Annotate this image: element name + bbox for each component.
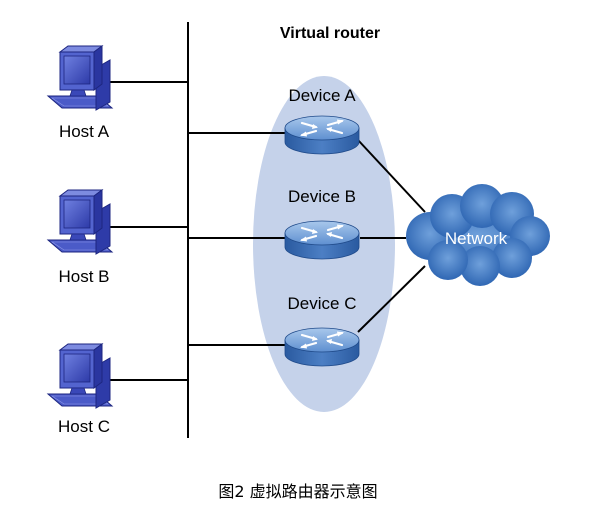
device-a-label: Device A bbox=[288, 86, 356, 105]
device-b-router-icon bbox=[283, 219, 361, 261]
network-cloud: Network bbox=[406, 184, 550, 286]
connection-lines bbox=[110, 22, 426, 438]
host-c-label: Host C bbox=[58, 417, 110, 436]
device-c-label: Device C bbox=[288, 294, 357, 313]
host-a-label: Host A bbox=[59, 122, 110, 141]
host-b-computer-icon bbox=[47, 189, 113, 255]
uplink-device-c bbox=[357, 265, 426, 333]
figure-caption: 图2 虚拟路由器示意图 bbox=[218, 482, 377, 501]
network-label: Network bbox=[445, 229, 508, 248]
host-a-computer-icon bbox=[47, 45, 113, 111]
uplink-device-a bbox=[357, 139, 426, 213]
device-c-router-icon bbox=[283, 326, 361, 368]
host-b-label: Host B bbox=[58, 267, 109, 286]
virtual-router-title: Virtual router bbox=[280, 25, 380, 42]
device-a-router-icon bbox=[283, 114, 361, 156]
device-b-label: Device B bbox=[288, 187, 356, 206]
host-c-computer-icon bbox=[47, 343, 113, 409]
